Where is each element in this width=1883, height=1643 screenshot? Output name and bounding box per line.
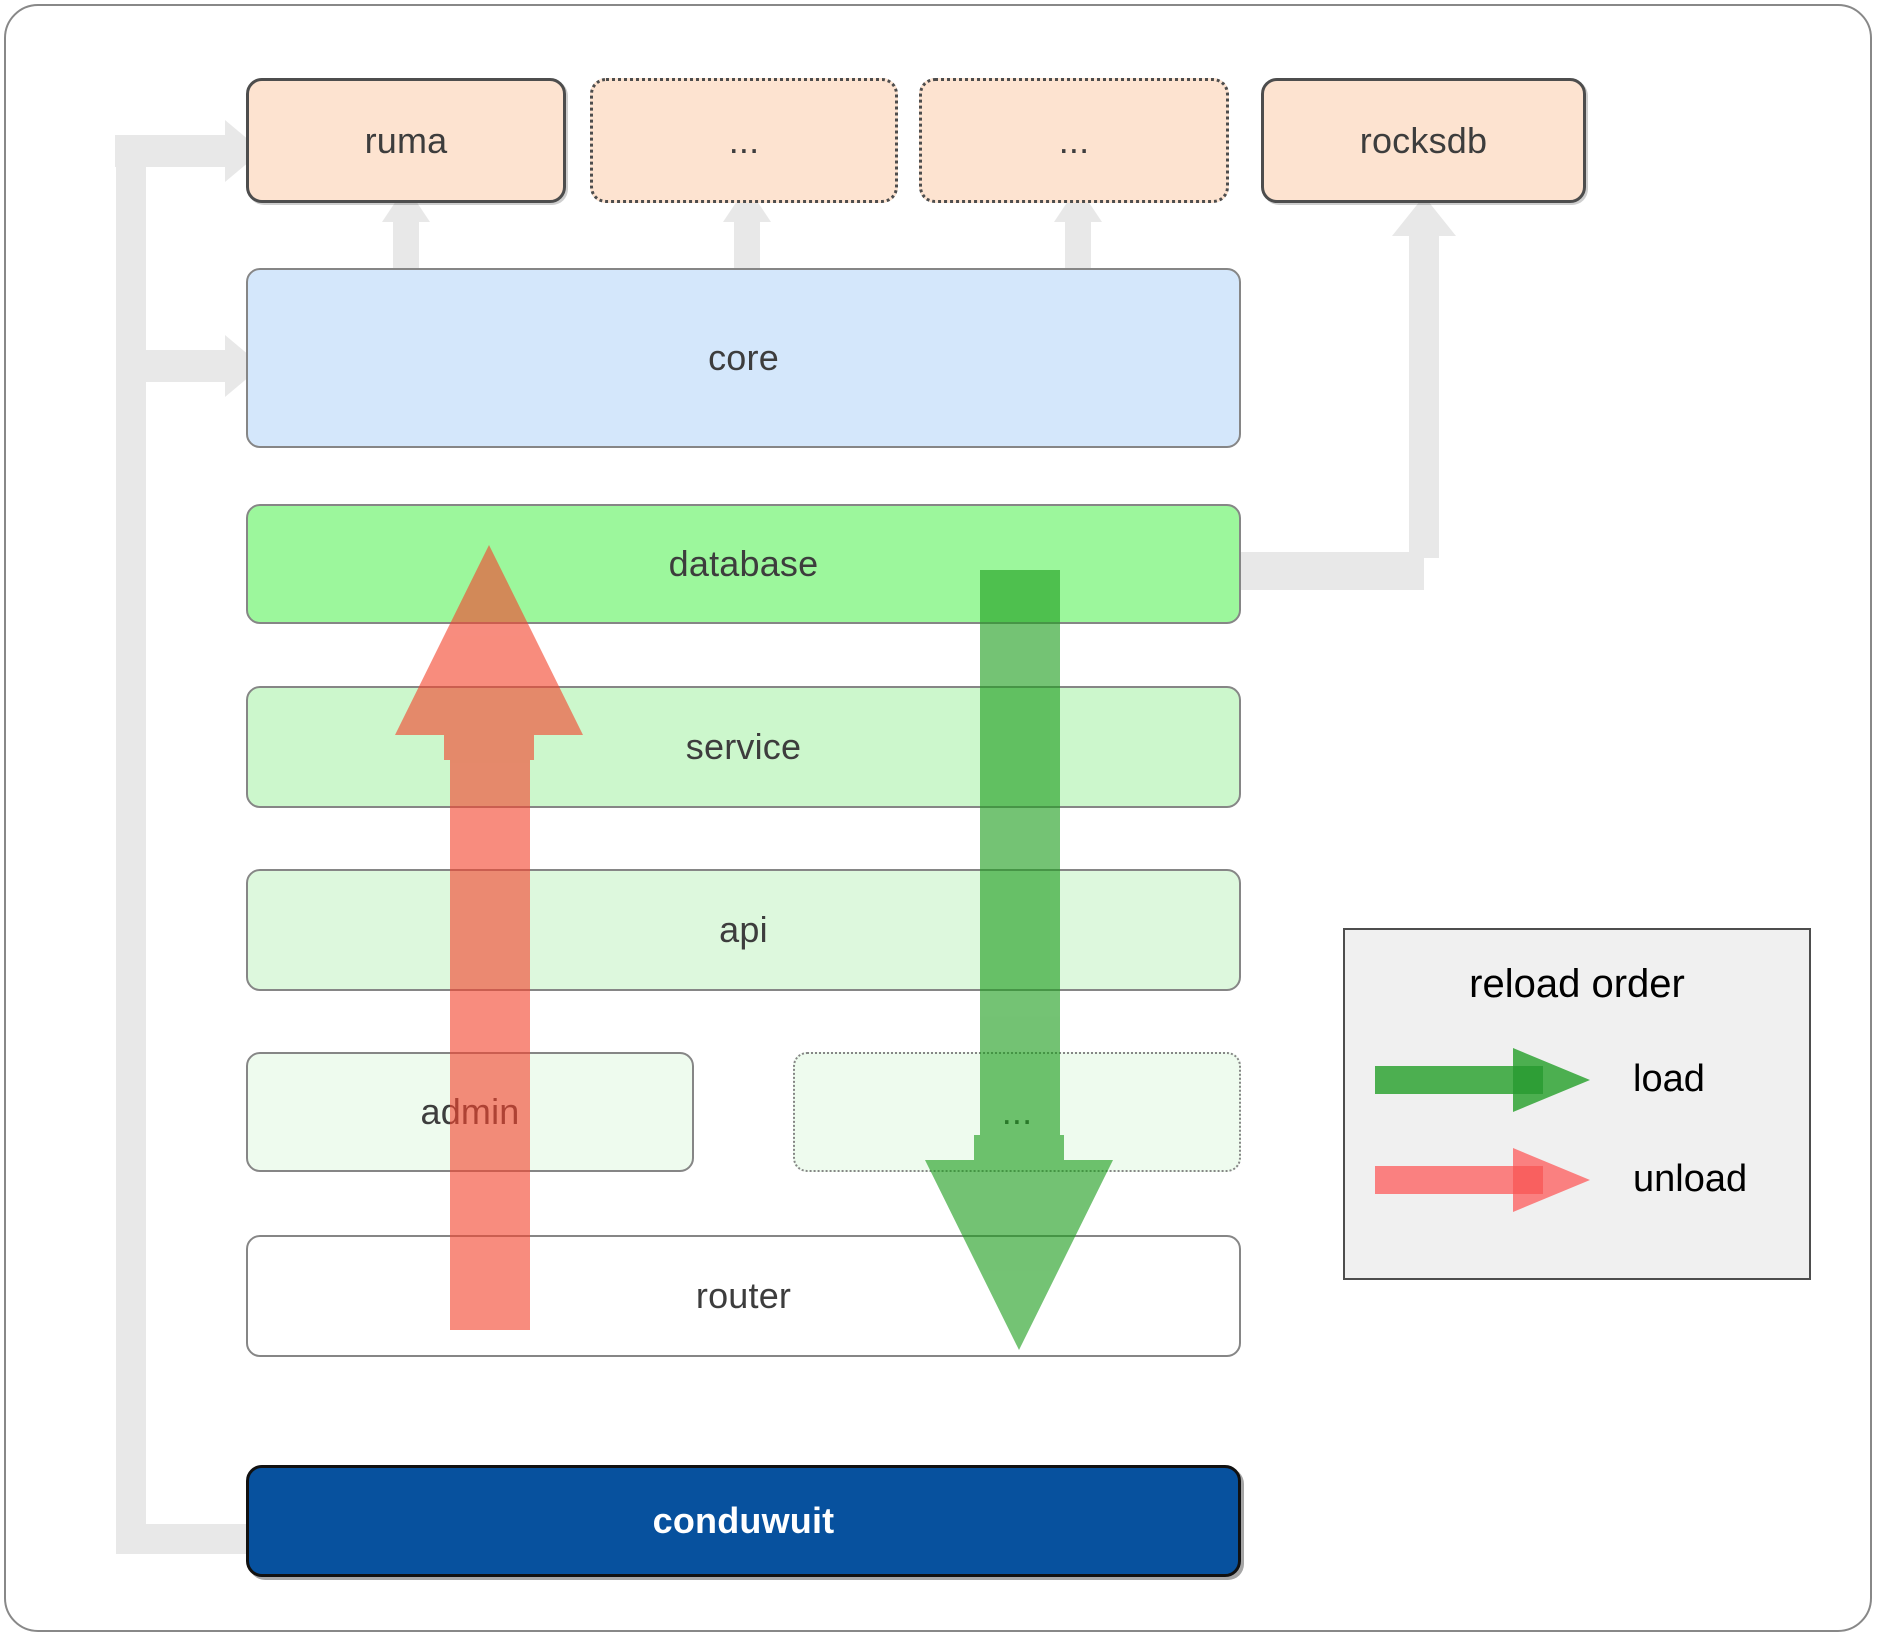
outer-frame [4, 4, 1872, 1632]
layer-box-api[interactable]: api [246, 869, 1241, 991]
layer-box-admin[interactable]: admin [246, 1052, 694, 1172]
dependency-box-placeholder-2[interactable]: ... [919, 78, 1229, 203]
unload-arrow-icon [1375, 1148, 1590, 1212]
layer-box-placeholder[interactable]: ... [793, 1052, 1241, 1172]
layer-label: router [695, 1275, 792, 1316]
layer-label: core [708, 337, 779, 378]
legend-label-load: load [1633, 1058, 1705, 1100]
dependency-box-rocksdb[interactable]: rocksdb [1261, 78, 1586, 203]
layer-box-service[interactable]: service [246, 686, 1241, 808]
layer-box-database[interactable]: database [246, 504, 1241, 624]
legend-arrow-icons [1375, 1048, 1590, 1212]
legend-label-unload: unload [1633, 1158, 1748, 1200]
dependency-label: ... [728, 119, 760, 161]
load-arrow-icon [1375, 1048, 1590, 1112]
dependency-label: ruma [364, 119, 448, 161]
dependency-label: ... [1058, 119, 1090, 161]
root-label: conduwuit [652, 1500, 835, 1541]
legend-panel: reload order load unload [1343, 928, 1811, 1280]
legend-title: reload order [1469, 962, 1685, 1006]
layer-label: admin [420, 1091, 520, 1132]
layer-box-core[interactable]: core [246, 268, 1241, 448]
layer-label: api [719, 909, 768, 950]
layer-box-router[interactable]: router [246, 1235, 1241, 1357]
dependency-box-placeholder-1[interactable]: ... [590, 78, 898, 203]
layer-label: database [668, 543, 819, 584]
layer-label: service [685, 726, 802, 767]
dependency-label: rocksdb [1359, 119, 1488, 161]
root-box-conduwuit[interactable]: conduwuit [246, 1465, 1241, 1577]
dependency-box-ruma[interactable]: ruma [246, 78, 566, 203]
layer-label: ... [1001, 1091, 1033, 1132]
